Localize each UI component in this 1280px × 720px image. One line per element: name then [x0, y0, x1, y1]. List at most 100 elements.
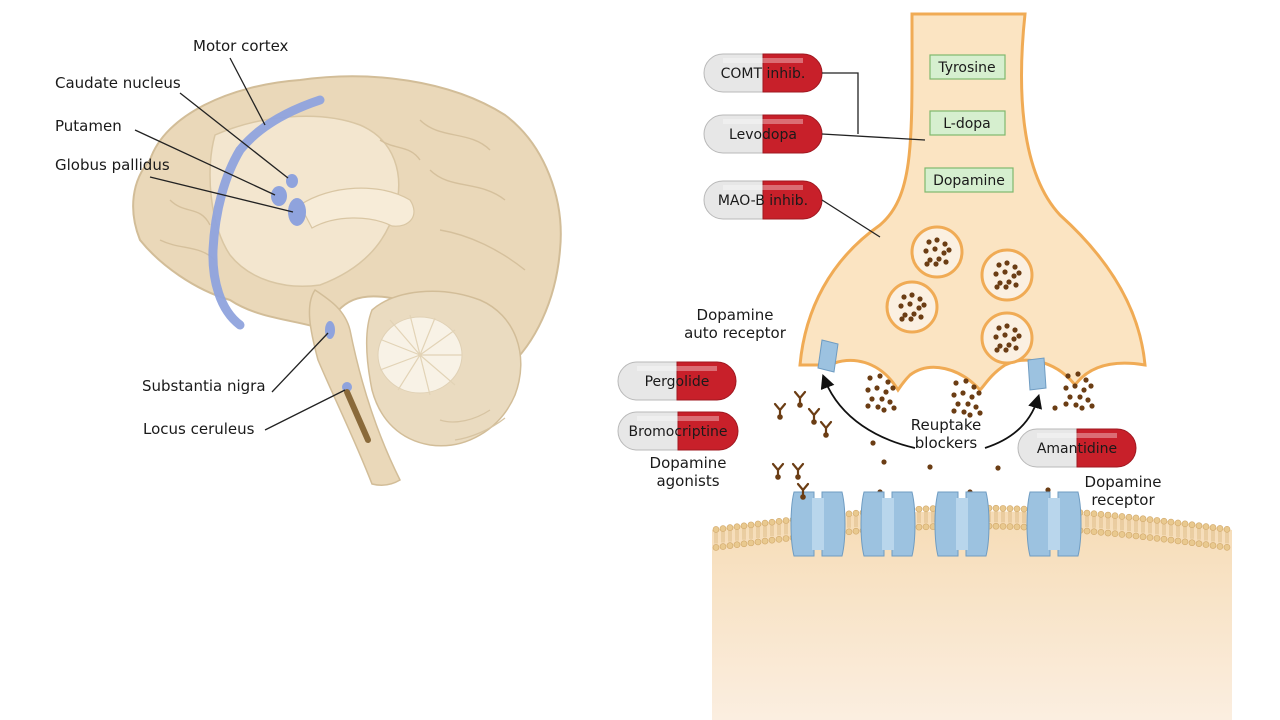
dopamine-molecule — [1016, 270, 1022, 276]
dopamine-molecule — [883, 389, 889, 395]
dopamine-molecule — [1077, 394, 1083, 400]
dopamine-molecule — [1073, 402, 1079, 408]
auto-receptor-left — [817, 339, 839, 373]
bromocriptine-pill: Bromocriptine — [617, 411, 739, 451]
dopamine-receptors — [790, 491, 1082, 557]
dopamine-molecule — [996, 262, 1002, 268]
label-locus-ceruleus: Locus ceruleus — [143, 420, 255, 438]
dopamine-molecule — [995, 465, 1001, 471]
dopamine-molecule — [1063, 401, 1069, 407]
amantidine-label: Amantidine — [1037, 441, 1117, 457]
dopamine-molecule — [1045, 487, 1051, 493]
dopamine-molecule — [1004, 323, 1010, 329]
dopamine-molecule — [891, 405, 897, 411]
dopamine-molecule — [875, 404, 881, 410]
cerebellum — [366, 290, 522, 447]
agonist-molecule — [793, 390, 807, 408]
dopamine-molecule — [1012, 327, 1018, 333]
dopamine-molecule — [1088, 383, 1094, 389]
tyrosine-box: Tyrosine — [929, 54, 1006, 80]
dopamine-molecule — [907, 301, 913, 307]
dopamine-molecule — [946, 247, 952, 253]
reuptake-arrow-right — [984, 393, 1043, 449]
label-auto-receptor-2: auto receptor — [684, 324, 787, 342]
dopamine-molecule — [901, 294, 907, 300]
leader-caudate — [179, 92, 289, 179]
putamen-highlight — [271, 186, 287, 206]
leader-comt-levodopa — [821, 72, 926, 141]
dopamine-receptor — [790, 491, 846, 557]
label-agonists-1: Dopamine — [650, 454, 727, 472]
dopamine-molecule — [1006, 279, 1012, 285]
presynaptic-terminal — [798, 12, 1147, 393]
vesicle — [980, 311, 1034, 365]
dopamine-molecule — [976, 390, 982, 396]
medial-surface — [209, 115, 400, 287]
vesicle — [910, 225, 964, 279]
dopamine-molecule — [917, 296, 923, 302]
label-motor-cortex: Motor cortex — [193, 37, 289, 55]
agonist-molecule — [773, 402, 787, 420]
label-auto-receptor-1: Dopamine — [697, 306, 774, 324]
comt-inhibitor-label: COMT inhib. — [721, 66, 806, 82]
dopamine-molecule — [942, 241, 948, 247]
pergolide-pill: Pergolide — [617, 361, 737, 401]
substantia-nigra-highlight — [325, 321, 335, 339]
label-reuptake-1: Reuptake — [911, 416, 981, 434]
dopamine-molecule — [933, 261, 939, 267]
dopamine-molecule — [1013, 345, 1019, 351]
leader-globus-pallidus — [149, 176, 294, 213]
dopamine-molecule — [994, 347, 1000, 353]
dopamine-molecule — [1052, 405, 1058, 411]
dopamine-molecule — [1072, 383, 1078, 389]
dopamine-molecule — [951, 392, 957, 398]
dopamine-box: Dopamine — [924, 167, 1014, 193]
ldopa-box: L-dopa — [929, 110, 1006, 136]
dopamine-molecule — [1079, 405, 1085, 411]
dopamine-molecule — [993, 334, 999, 340]
maob-inhibitor-pill: MAO-B inhib. — [703, 180, 823, 220]
synapse-illustration: Tyrosine L-dopa Dopamine COMT inhib. Levo… — [617, 12, 1232, 720]
svg-text:Tyrosine: Tyrosine — [937, 60, 995, 76]
dopamine-molecule — [993, 271, 999, 277]
locus-ceruleus-highlight — [342, 382, 352, 392]
label-receptor-1: Dopamine — [1085, 473, 1162, 491]
dopamine-molecule — [994, 284, 1000, 290]
reuptake-arrow-left — [820, 373, 916, 449]
dopamine-molecule — [902, 312, 908, 318]
dopamine-molecule — [921, 302, 927, 308]
dopamine-molecule — [881, 407, 887, 413]
vesicles — [885, 225, 1034, 365]
maob-inhibitor-label: MAO-B inhib. — [718, 193, 808, 209]
pergolide-label: Pergolide — [645, 374, 710, 390]
vesicle — [885, 280, 939, 334]
amantidine-pill: Amantidine — [1017, 428, 1137, 468]
dopamine-molecule — [932, 246, 938, 252]
dopamine-molecule — [1089, 403, 1095, 409]
dopamine-molecule — [965, 401, 971, 407]
levodopa-pill: Levodopa — [703, 114, 823, 154]
dopamine-molecule — [955, 401, 961, 407]
label-globus-pallidus: Globus pallidus — [55, 156, 170, 174]
locus-ceruleus-tract — [344, 389, 371, 443]
dopamine-molecule — [934, 237, 940, 243]
auto-receptor-right — [1027, 357, 1047, 391]
dopamine-molecule — [879, 396, 885, 402]
agonist-molecules — [771, 390, 833, 500]
dopamine-molecule — [960, 390, 966, 396]
dopamine-molecule — [1016, 333, 1022, 339]
dopamine-molecule — [1004, 260, 1010, 266]
dopamine-molecule — [1085, 397, 1091, 403]
dopamine-molecule — [1067, 394, 1073, 400]
dopamine-molecule — [1012, 264, 1018, 270]
dopamine-molecule — [1075, 371, 1081, 377]
postsynaptic-cell — [712, 511, 1232, 720]
leader-locus-ceruleus — [264, 389, 346, 431]
dopamine-molecule — [890, 385, 896, 391]
dopamine-molecule — [941, 250, 947, 256]
dopamine-molecule — [967, 412, 973, 418]
bromocriptine-label: Bromocriptine — [629, 424, 728, 440]
dopamine-molecule — [951, 408, 957, 414]
